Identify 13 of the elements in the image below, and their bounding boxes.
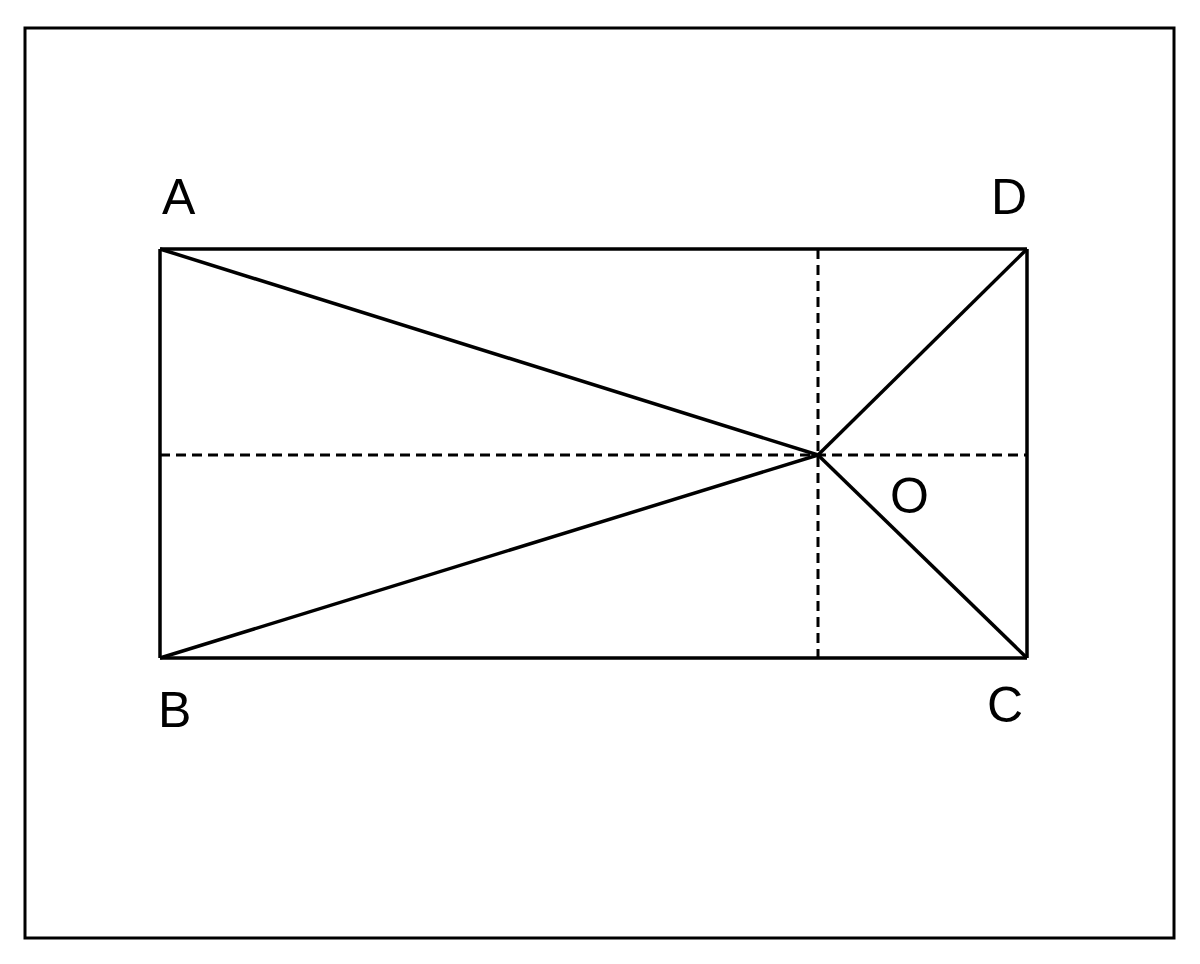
line-segment (816, 453, 1029, 660)
point-label: D (991, 172, 1028, 222)
line-segment (159, 247, 819, 457)
point-label: C (987, 680, 1024, 730)
point-label: B (158, 685, 192, 735)
point-label: O (890, 471, 929, 521)
line-segment (816, 247, 1029, 457)
line-segment (159, 453, 819, 660)
line-segment (158, 249, 162, 658)
line-segment (160, 656, 1027, 660)
line-segment (160, 247, 1027, 251)
line-segment (1025, 249, 1029, 658)
point-label: A (162, 172, 196, 222)
